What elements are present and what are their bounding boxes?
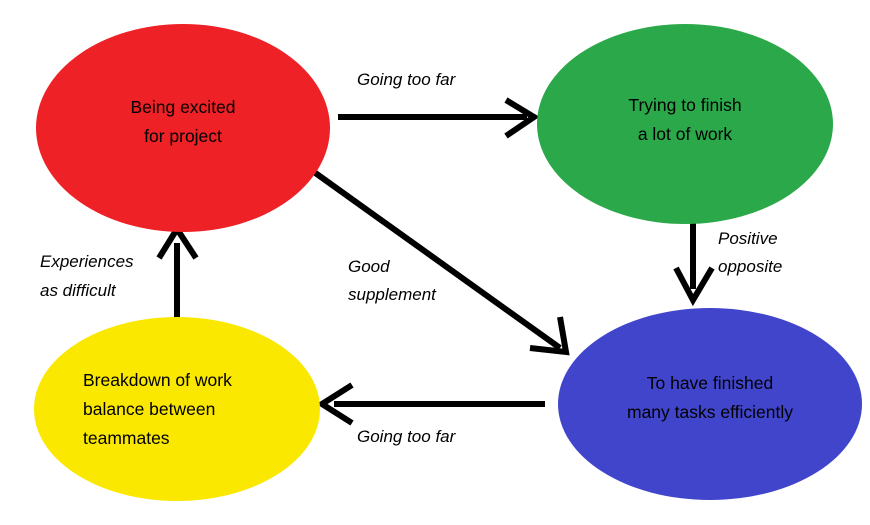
edge-trying-to-finished xyxy=(673,222,715,307)
node-being-excited-for-project-line-0: Being excited xyxy=(130,97,235,117)
node-trying-to-finish-a-lot-of-work-shape[interactable] xyxy=(537,24,833,224)
edge-label-finished-to-breakdown-line-0: Going too far xyxy=(357,427,457,446)
node-to-have-finished-many-tasks-shape[interactable] xyxy=(558,308,862,500)
node-breakdown-of-work-balance-line-1: balance between xyxy=(83,399,215,419)
node-breakdown-of-work-balance-line-2: teammates xyxy=(83,428,170,448)
node-being-excited-for-project-shape[interactable] xyxy=(36,24,330,232)
edge-trying-to-finished-arrowhead xyxy=(673,266,715,307)
edge-label-trying-to-finished-line-0: Positive xyxy=(718,229,778,248)
edge-finished-to-breakdown xyxy=(316,382,545,426)
node-to-have-finished-many-tasks-line-0: To have finished xyxy=(647,373,773,393)
edge-finished-to-breakdown-arrowhead xyxy=(316,382,354,426)
edge-excited-to-finished-line xyxy=(312,169,562,351)
edge-label-breakdown-to-excited-line-1: as difficult xyxy=(40,281,117,300)
edge-excited-to-finished xyxy=(312,169,570,356)
node-being-excited-for-project-line-1: for project xyxy=(144,126,222,146)
edge-excited-to-trying xyxy=(338,97,540,139)
edge-excited-to-trying-arrowhead xyxy=(504,97,540,139)
edge-label-excited-to-trying-line-0: Going too far xyxy=(357,70,457,89)
node-trying-to-finish-a-lot-of-work-line-1: a lot of work xyxy=(638,124,733,144)
node-breakdown-of-work-balance-shape[interactable] xyxy=(34,317,320,501)
node-breakdown-of-work-balance-line-0: Breakdown of work xyxy=(83,370,232,390)
edge-excited-to-finished-arrowhead xyxy=(529,316,570,356)
edge-breakdown-to-excited xyxy=(156,223,199,325)
node-to-have-finished-many-tasks[interactable]: To have finished many tasks efficiently xyxy=(558,308,862,500)
node-to-have-finished-many-tasks-line-1: many tasks efficiently xyxy=(627,402,793,422)
node-being-excited-for-project[interactable]: Being excited for project xyxy=(36,24,330,232)
node-trying-to-finish-a-lot-of-work-line-0: Trying to finish xyxy=(628,95,741,115)
node-breakdown-of-work-balance[interactable]: Breakdown of work balance between teamma… xyxy=(34,317,320,501)
edge-label-excited-to-finished-line-1: supplement xyxy=(348,285,437,304)
edge-label-breakdown-to-excited-line-0: Experiences xyxy=(40,252,134,271)
edge-label-excited-to-finished-line-0: Good xyxy=(348,257,390,276)
edge-label-trying-to-finished-line-1: opposite xyxy=(718,257,782,276)
node-trying-to-finish-a-lot-of-work[interactable]: Trying to finish a lot of work xyxy=(537,24,833,224)
